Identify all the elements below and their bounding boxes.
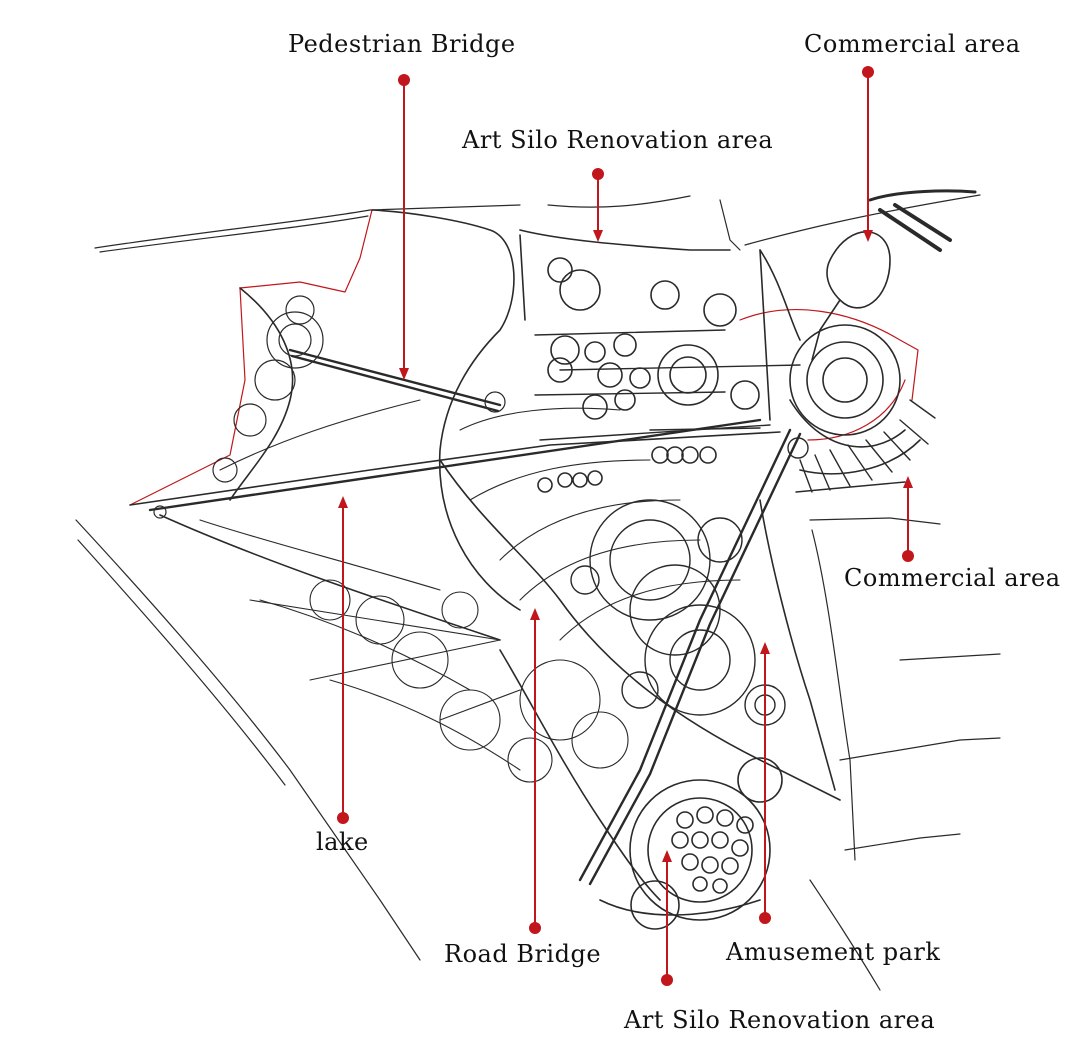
label-art-silo-north: Art Silo Renovation area: [462, 126, 774, 154]
pointer-arrowheads: [338, 230, 913, 862]
pointer-lines: [342, 72, 909, 980]
commercial-area-east-sketch: [787, 399, 936, 493]
pointer-dots: [337, 66, 914, 986]
label-lake: lake: [316, 828, 369, 856]
tree-clusters-north: [537, 257, 760, 493]
label-road-bridge: Road Bridge: [444, 940, 602, 968]
label-art-silo-south: Art Silo Renovation area: [624, 1006, 936, 1034]
context-roads: [75, 194, 1001, 991]
label-commercial-area-north: Commercial area: [804, 30, 1021, 58]
promenade-rows: [534, 329, 801, 441]
label-pedestrian-bridge: Pedestrian Bridge: [288, 30, 516, 58]
label-commercial-area-east: Commercial area: [844, 564, 1061, 592]
pedestrian-bridge-line: [288, 348, 502, 413]
label-amusement-park: Amusement park: [726, 938, 941, 966]
art-silo-south-sketch: [629, 757, 783, 930]
tree-clusters-west: [153, 295, 506, 519]
south-park-sketch: [249, 579, 629, 783]
road-bridge-line: [148, 418, 802, 886]
